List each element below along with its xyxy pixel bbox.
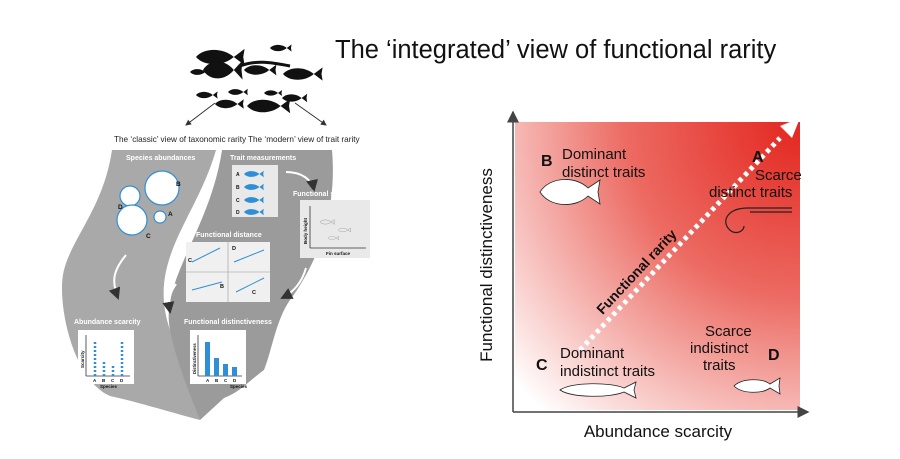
abundance-circles [116, 170, 180, 236]
modern-view-label: The ‘modern’ view of trait rarity [248, 135, 361, 144]
quadrant-d-line2: indistinct [690, 340, 749, 357]
scarcity-axis-label: Scarcity [80, 350, 85, 368]
quadrant-c-letter: C [536, 357, 548, 374]
trait-label-d: D [236, 210, 240, 216]
page-title: The ‘integrated’ view of functional rari… [335, 36, 777, 64]
scarcity-mini-chart [78, 330, 134, 384]
fish-silhouettes [190, 44, 323, 114]
distance-lines [191, 247, 265, 293]
fish-icon [228, 88, 248, 96]
flow-arrow-icon [280, 267, 307, 299]
x-axis-label: Abundance scarcity [584, 422, 733, 441]
dist-label-c2: C [252, 290, 256, 296]
fish-icon [264, 90, 282, 96]
functional-space-box [300, 200, 370, 258]
quadrant-c-line1: Dominant [560, 345, 625, 362]
quadrant-a-line2: distinct traits [709, 184, 792, 201]
functional-distance-label: Functional distance [196, 232, 262, 239]
fish-icon [282, 93, 308, 103]
trait-label-a: A [236, 172, 240, 178]
flow-arrow-icon [108, 254, 127, 300]
label-d: D [118, 204, 123, 211]
trait-measurements-label: Trait measurements [230, 155, 296, 162]
arrow-icon [185, 102, 216, 126]
quadrant-b-line2: distinct traits [562, 164, 645, 181]
fish-icon [196, 91, 218, 99]
quadrant-a-letter: A [752, 149, 764, 166]
dist-label-c: C [188, 258, 192, 264]
label-c: C [146, 233, 151, 240]
diagonal-arrowhead-icon [780, 118, 800, 138]
label-b: B [176, 181, 181, 188]
flow-arrow-icon [285, 171, 318, 192]
body-height-label: Body height [303, 218, 308, 244]
label-a: A [168, 211, 173, 218]
quadrant-d-letter: D [768, 347, 780, 364]
y-axis-label: Functional distinctiveness [477, 168, 496, 362]
fish-icon [244, 64, 277, 76]
mini2-d: D [233, 378, 237, 383]
quadrant-b-line1: Dominant [562, 146, 627, 163]
fish-c-icon [559, 381, 637, 399]
distinctiveness-axis-label: Distinctiveness [192, 343, 197, 374]
fish-b-icon [539, 179, 601, 205]
quadrant-b-letter: B [541, 153, 553, 170]
functional-distinctiveness-mini-label: Functional distinctiveness [184, 319, 272, 326]
dist-label-b: B [220, 284, 224, 290]
species-axis-label-2: Species [230, 384, 248, 389]
trait-label-b: B [236, 185, 240, 191]
rarity-diagonal [578, 136, 782, 352]
species-abundances-label: Species abundances [126, 155, 195, 162]
mini-a: A [93, 378, 97, 383]
eel-a-icon [725, 207, 792, 234]
mini-c: C [111, 378, 115, 383]
fish-d-icon [733, 377, 781, 395]
fish-icon [283, 67, 323, 81]
mini2-c: C [224, 378, 228, 383]
fish-icon [215, 99, 244, 109]
trait-label-c: C [236, 198, 240, 204]
fish-icon [247, 98, 291, 114]
fish-icon [270, 44, 292, 52]
mini-d: D [120, 378, 124, 383]
mini-b: B [102, 378, 106, 383]
quadrant-d-line3: traits [703, 357, 736, 374]
quadrant-d-line1: Scarce [705, 323, 752, 340]
dist-label-d: D [232, 246, 236, 252]
quadrant-c-line2: indistinct traits [560, 363, 655, 380]
species-axis-label: Species [100, 384, 118, 389]
functional-space-label: Functional space [293, 191, 350, 198]
scarcity-bars [93, 342, 124, 376]
arrow-icon [294, 102, 327, 126]
fin-surface-label: Fin surface [326, 251, 351, 256]
mini2-a: A [206, 378, 210, 383]
classic-view-label: The ‘classic’ view of taxonomic rarity [114, 135, 247, 144]
distinctiveness-bars [205, 342, 237, 376]
abundance-scarcity-mini-label: Abundance scarcity [74, 319, 141, 326]
flow-arrow-icon [162, 283, 177, 314]
quadrant-a-line1: Scarce [755, 167, 802, 184]
eel-icon [239, 60, 291, 68]
mini2-b: B [215, 378, 219, 383]
